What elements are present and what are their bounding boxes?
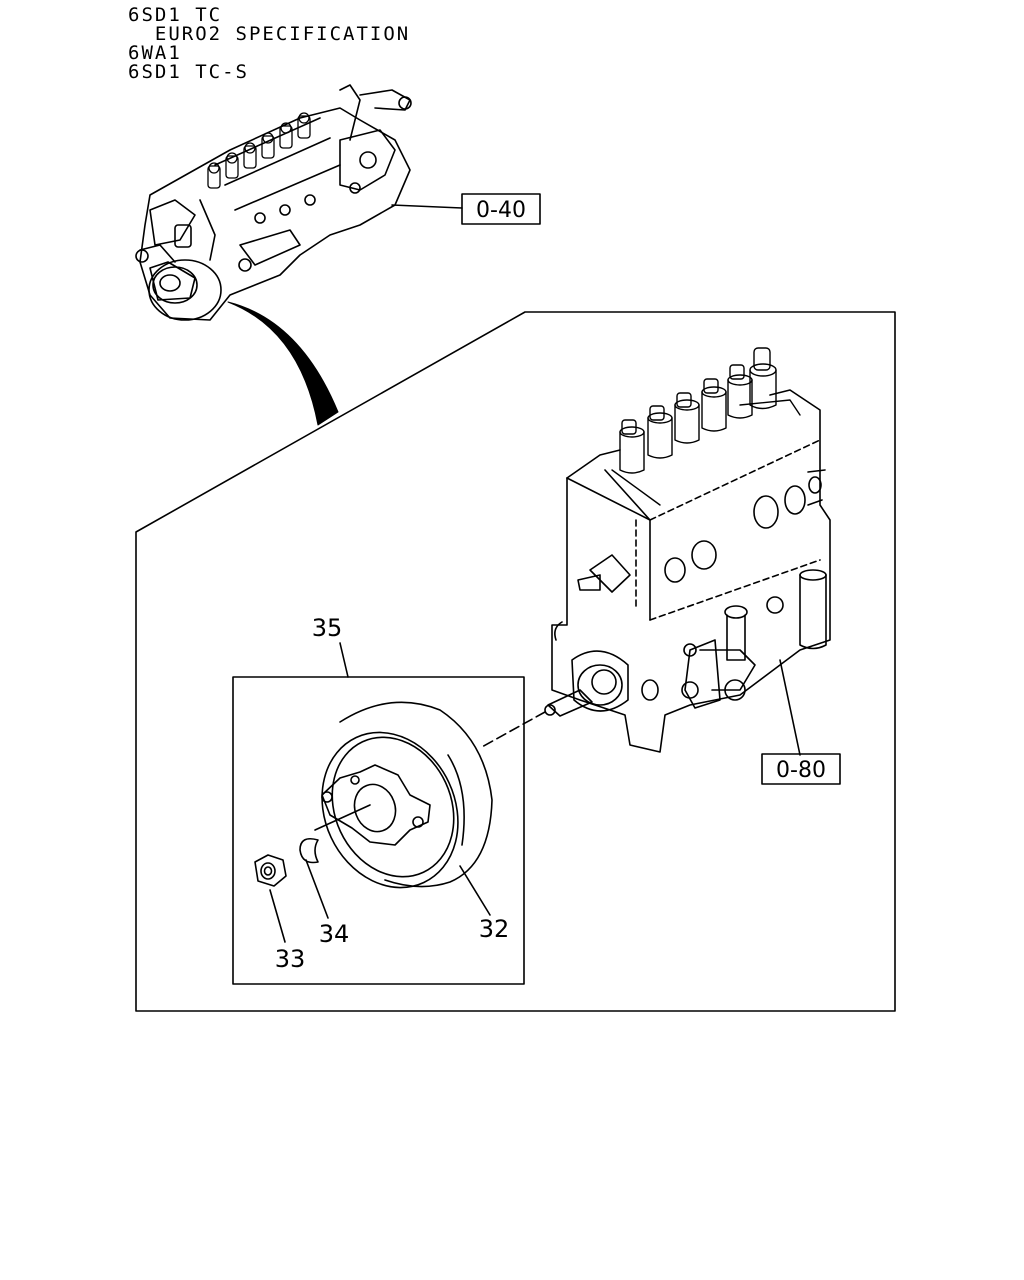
- pump-body-illustration: [544, 347, 831, 753]
- ref-box-0-80[interactable]: [761, 753, 841, 785]
- leader-33: [269, 889, 286, 943]
- ref-label-0-80[interactable]: 0-80: [776, 758, 826, 783]
- drive-pulley-illustration: [321, 701, 493, 889]
- parts-detail-box: [232, 676, 525, 985]
- inner-axis-line: [314, 804, 371, 831]
- leader-0-40: [391, 204, 463, 209]
- part-number-35: 35: [312, 614, 343, 642]
- detail-frame: [135, 311, 896, 1012]
- leader-35: [339, 642, 349, 678]
- leader-34: [305, 859, 329, 919]
- part-number-34: 34: [319, 920, 350, 948]
- engine-model-line-1: 6SD1 TC: [128, 4, 223, 26]
- ref-box-0-40[interactable]: [461, 193, 541, 225]
- axis-line: [479, 711, 546, 749]
- part-number-33: 33: [275, 945, 306, 973]
- leader-32: [459, 865, 491, 916]
- engine-model-line-3: 6WA1: [128, 42, 182, 64]
- ref-label-0-40[interactable]: 0-40: [476, 198, 526, 223]
- zoom-arrow: [227, 301, 339, 426]
- injection-pump-assembly-illustration: [135, 84, 412, 321]
- nut-illustration: [254, 854, 287, 887]
- part-number-32: 32: [479, 915, 510, 943]
- engine-model-line-2: EURO2 SPECIFICATION: [128, 23, 411, 45]
- engine-model-line-4: 6SD1 TC-S: [128, 61, 249, 83]
- leader-0-80: [779, 659, 801, 756]
- snap-ring-illustration: [299, 837, 319, 864]
